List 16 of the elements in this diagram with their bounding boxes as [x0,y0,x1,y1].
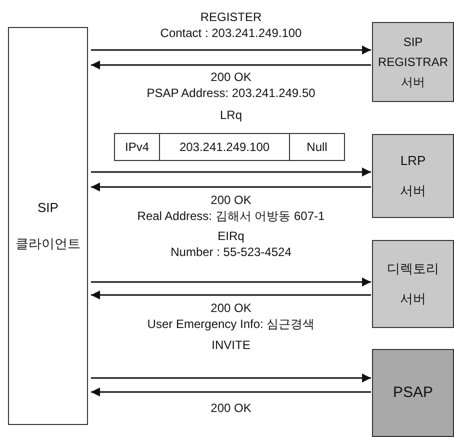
table-cell: 203.241.249.100 [159,133,290,161]
table-cell: Null [289,133,345,161]
arrow [91,168,371,176]
client-box: SIP 클라이언트 [8,27,88,425]
server-box: PSAP [372,349,454,437]
arrow [91,60,371,70]
table-cell: IPv4 [114,133,160,161]
arrow [91,182,371,192]
arrow [91,374,371,382]
server-box: SIP REGISTRAR 서버 [372,22,454,102]
server-box: 디렉토리 서버 [372,240,454,328]
arrow [91,290,371,300]
arrow [91,388,371,396]
server-box: LRP 서버 [372,134,454,218]
arrow [91,278,371,286]
arrow [91,46,371,54]
